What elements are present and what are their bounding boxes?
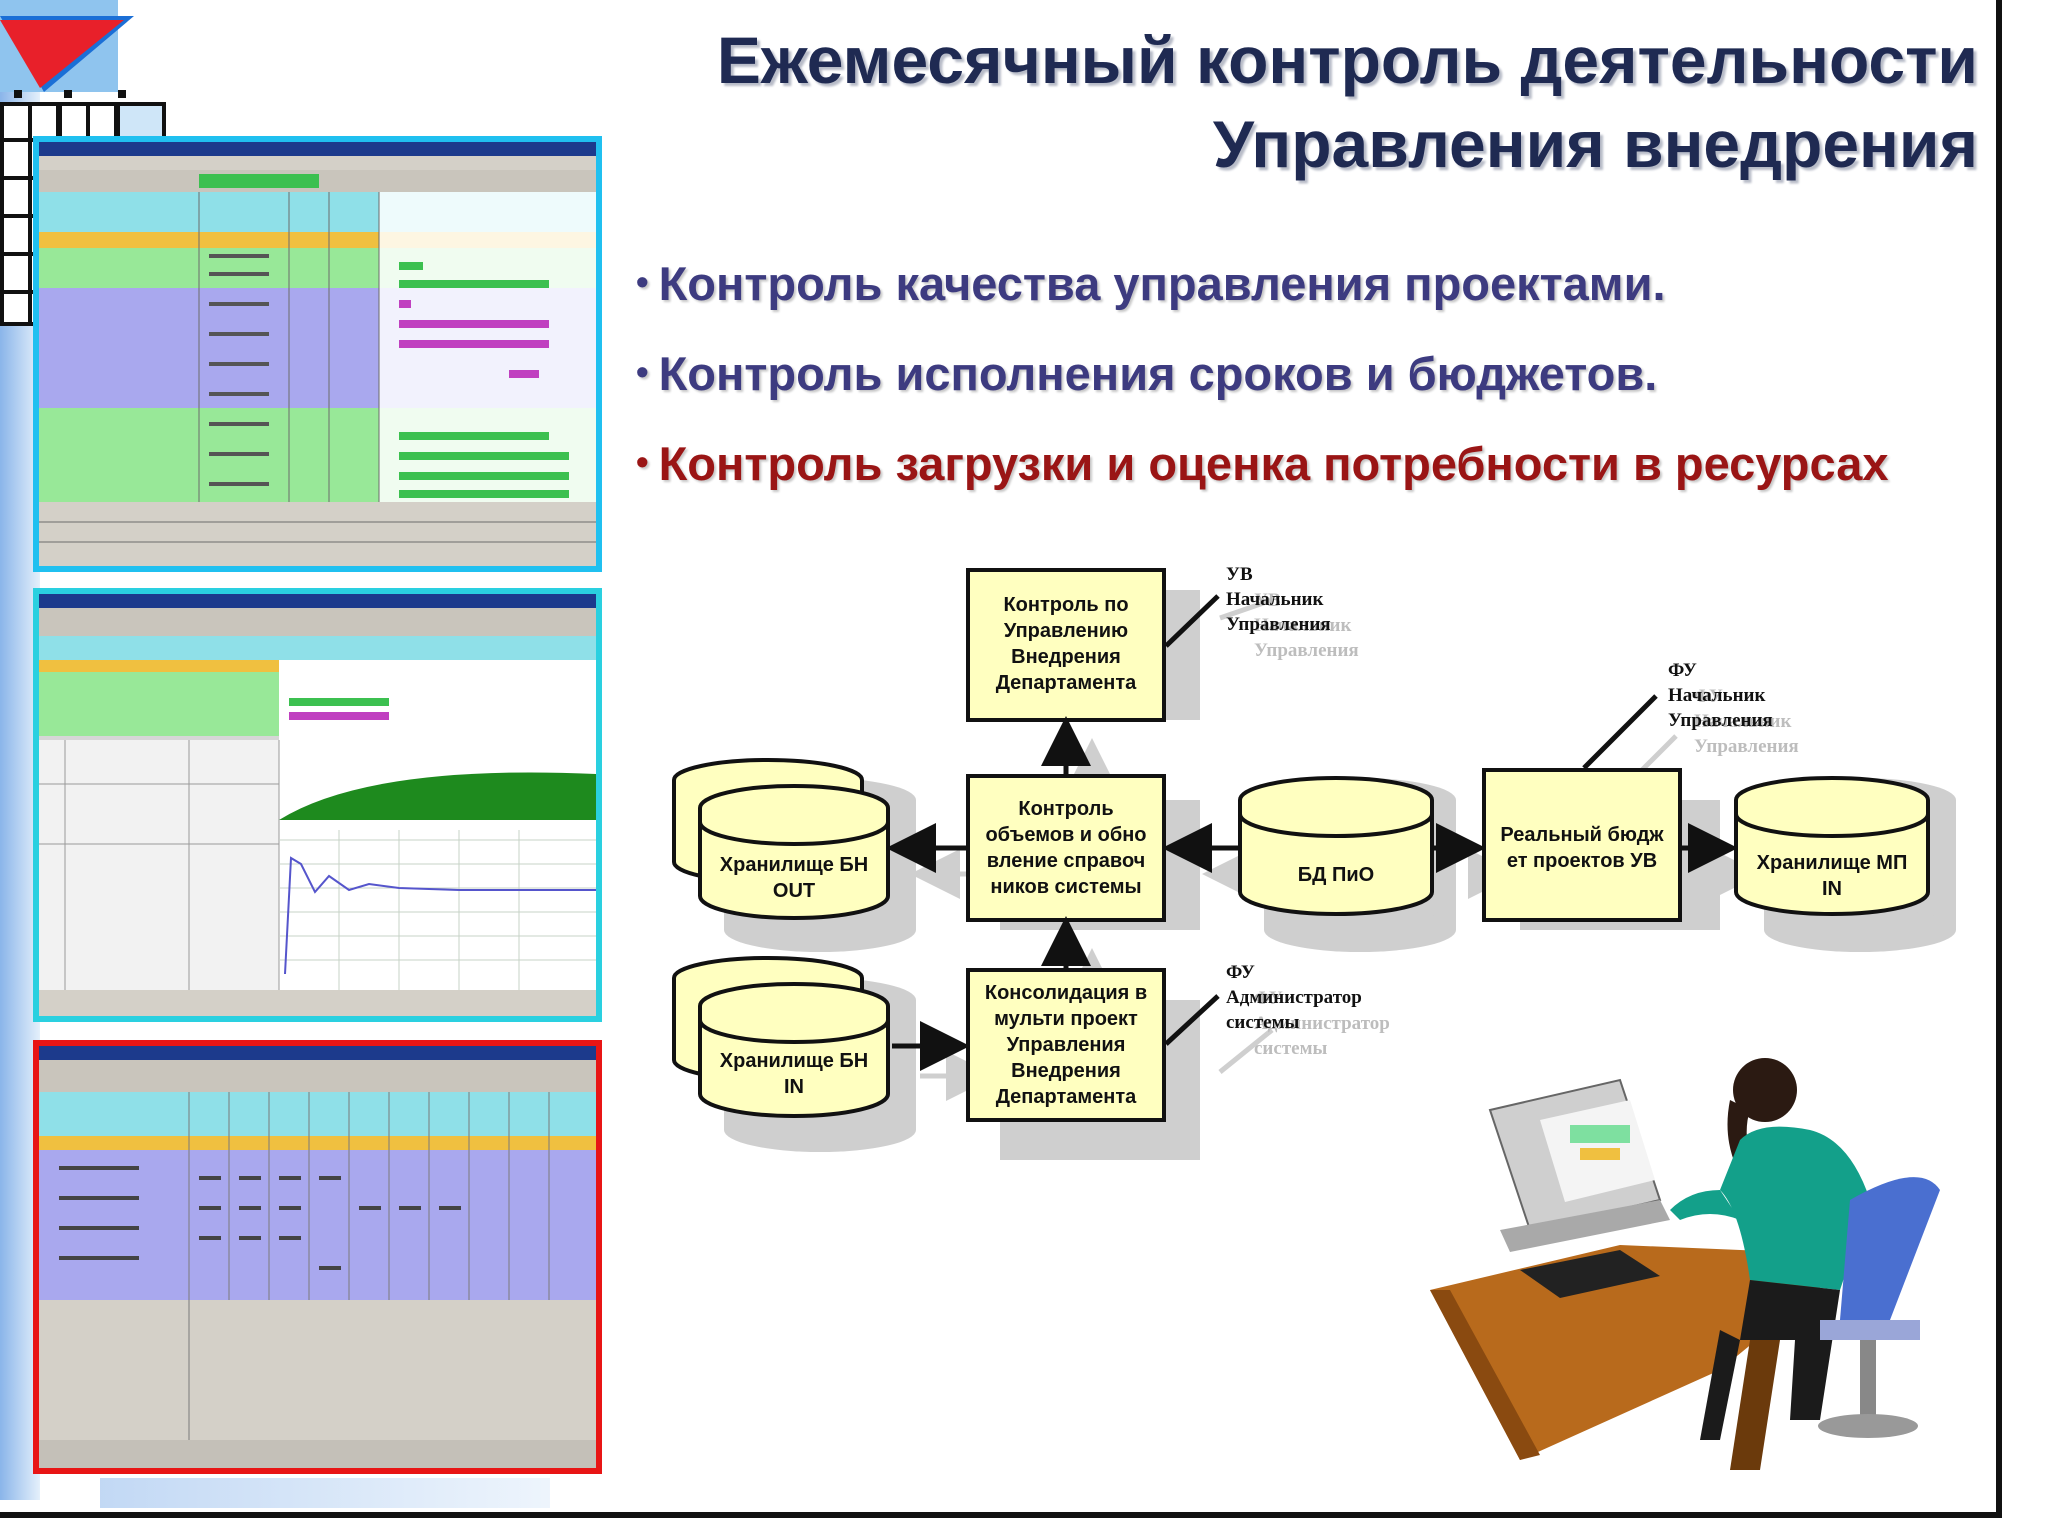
role-uv-head-shadow: УВ Начальник Управления: [1254, 590, 1359, 661]
role-fu-admin-shadow: ФУ Администратор системы: [1254, 988, 1390, 1059]
bullet-resource-control: •Контроль загрузки и оценка потребности …: [636, 430, 1966, 496]
bottom-gradient-strip: [100, 1478, 550, 1508]
bullet-text: Контроль качества управления проектами.: [658, 257, 1666, 310]
node-control-volumes: Контроль объемов и обно вление справоч н…: [985, 798, 1147, 898]
node-real-budget: Реальный бюдж ет проектов УВ: [1500, 824, 1664, 872]
role-fu-head-shadow: ФУ Начальник Управления: [1694, 686, 1799, 757]
process-boxes: [966, 568, 1682, 1122]
bullet-text: Контроль загрузки и оценка потребности в…: [658, 437, 1889, 490]
screenshot-charts-image: [39, 594, 596, 1016]
bullet-dot: •: [636, 441, 649, 482]
person-at-computer-illustration: [1430, 1058, 1940, 1470]
screenshot-project-gantt: [33, 136, 602, 572]
slide-border-right: [1996, 0, 2002, 1518]
bullet-text: Контроль исполнения сроков и бюджетов.: [658, 347, 1658, 400]
diagram-arrows: [886, 594, 1738, 1071]
slide-border-bottom: [0, 1512, 2002, 1518]
screenshot-table-image: [39, 1046, 596, 1468]
role-uv-head: УВ Начальник Управления: [1226, 564, 1331, 635]
role-fu-head: ФУ Начальник Управления: [1668, 660, 1773, 731]
node-consolidation: Консолидация в мульти проект Управления …: [984, 982, 1148, 1108]
page-title-line-1: Ежемесячный контроль деятельности: [716, 23, 1978, 97]
node-storage-bn-in: Хранилище БН IN: [719, 1050, 869, 1098]
role-fu-admin: ФУ Администратор системы: [1226, 962, 1362, 1033]
node-storage-bn-out: Хранилище БН OUT: [719, 854, 869, 902]
bullet-quality-control: •Контроль качества управления проектами.: [636, 250, 1966, 316]
screenshot-gantt-image: [39, 142, 596, 566]
node-db-pio: БД ПиО: [1297, 864, 1375, 886]
screenshot-resource-charts: [33, 588, 602, 1022]
node-storage-mp-in: Хранилище МП IN: [1756, 852, 1908, 900]
screenshot-budget-table: [33, 1040, 602, 1474]
bullet-deadline-budget-control: •Контроль исполнения сроков и бюджетов.: [636, 340, 1966, 406]
page-title-line-2: Управления внедрения: [1212, 107, 1978, 181]
bullet-dot: •: [636, 261, 649, 302]
node-control-by-department: Контроль по Управлению Внедрения Департа…: [995, 594, 1137, 694]
storage-cylinders: [672, 758, 1930, 1118]
bullet-dot: •: [636, 351, 649, 392]
